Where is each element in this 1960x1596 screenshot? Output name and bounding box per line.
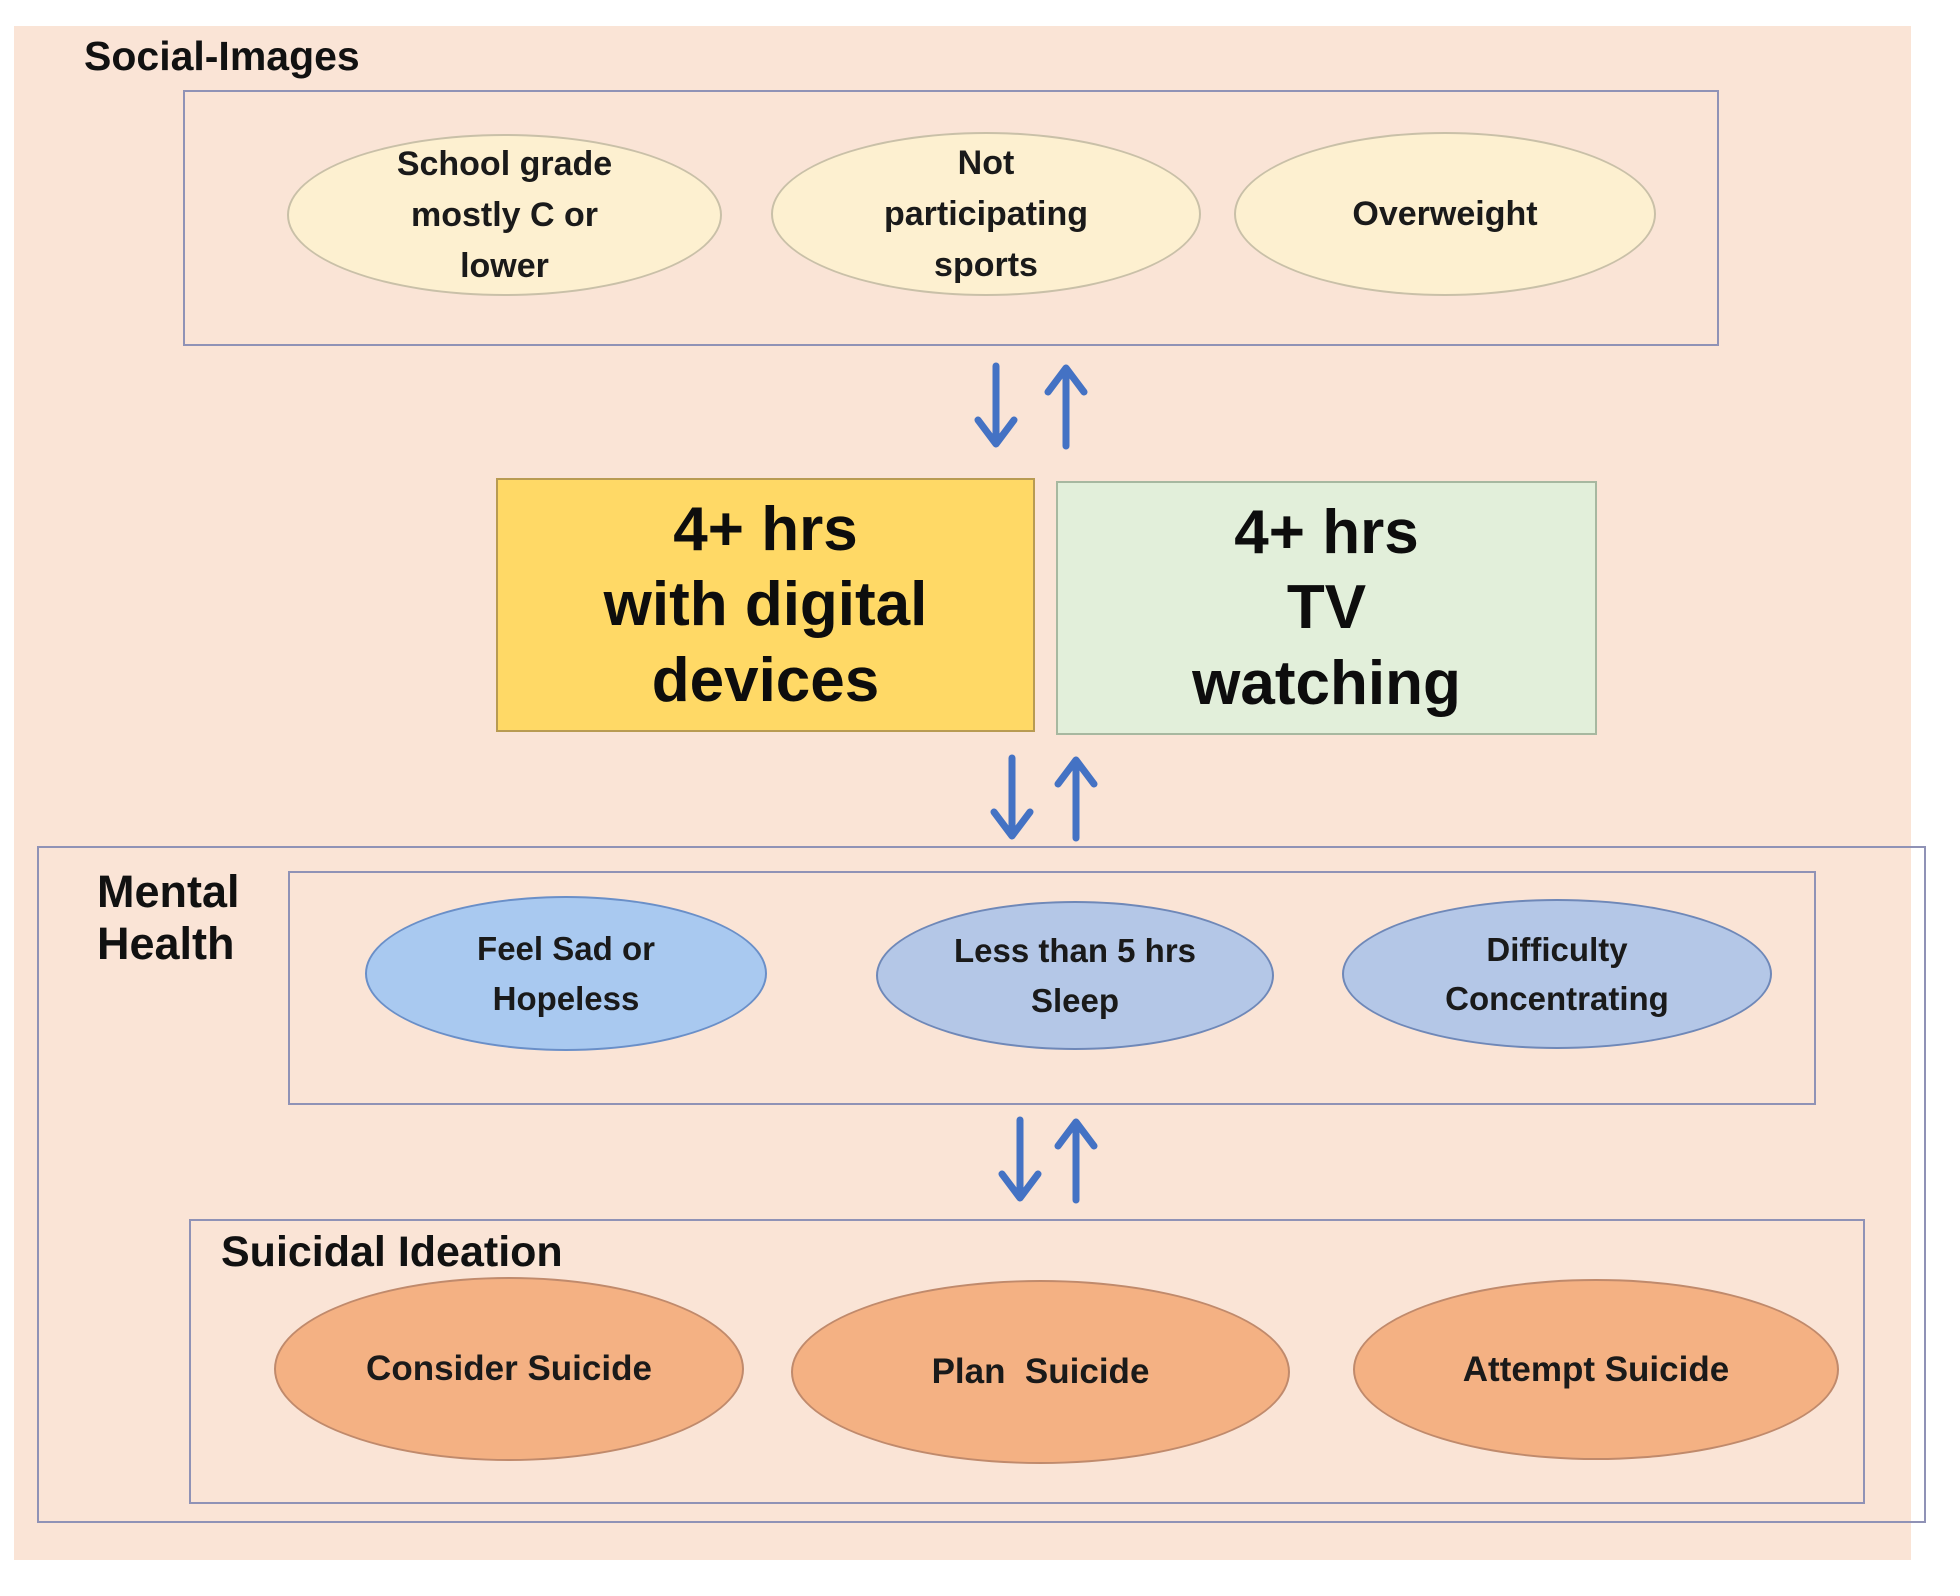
social-images-title: Social-Images xyxy=(84,33,360,79)
node-consider-suicide: Consider Suicide xyxy=(274,1277,744,1461)
mental-health-panel xyxy=(288,871,1816,1105)
node-plan-suicide: Plan Suicide xyxy=(791,1280,1290,1464)
suicidal-ideation-panel xyxy=(189,1219,1865,1504)
up-arrow-icon xyxy=(1054,1118,1098,1204)
mental-health-outer-panel xyxy=(37,846,1926,1523)
node-difficulty-concentrating: Difficulty Concentrating xyxy=(1342,899,1772,1049)
node-less-than-5-hrs-sleep: Less than 5 hrs Sleep xyxy=(876,901,1274,1050)
down-arrow-icon xyxy=(974,362,1018,448)
social-images-panel xyxy=(183,90,1719,346)
digital-devices-block: 4+ hrs with digital devices xyxy=(496,478,1035,732)
up-arrow-icon xyxy=(1054,756,1098,842)
up-arrow-icon xyxy=(1044,364,1088,450)
node-attempt-suicide: Attempt Suicide xyxy=(1353,1279,1839,1460)
node-feel-sad-or-hopeless: Feel Sad or Hopeless xyxy=(365,896,767,1051)
mental-health-title: Mental Health xyxy=(97,866,240,969)
tv-watching-block: 4+ hrs TV watching xyxy=(1056,481,1597,735)
suicidal-ideation-title: Suicidal Ideation xyxy=(221,1228,563,1276)
node-school-grade: School grade mostly C or lower xyxy=(287,134,722,296)
down-arrow-icon xyxy=(990,754,1034,840)
node-not-participating-sports: Not participating sports xyxy=(771,132,1201,296)
node-overweight: Overweight xyxy=(1234,132,1656,296)
down-arrow-icon xyxy=(998,1116,1042,1202)
